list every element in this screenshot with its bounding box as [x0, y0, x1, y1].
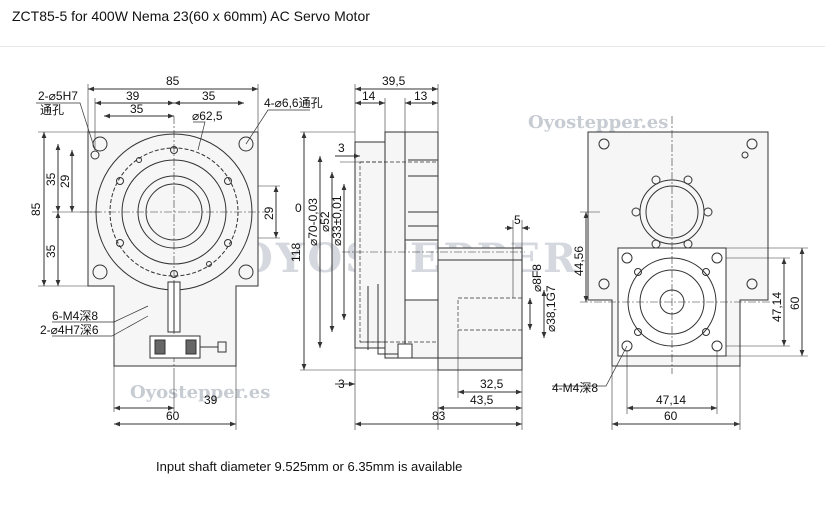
front-view: [36, 84, 310, 430]
dim-side-3-bottom: 3: [338, 377, 345, 391]
dim-front-29-center: 29: [262, 206, 276, 220]
dim-side-14: 14: [362, 89, 376, 103]
label-pin-h7: 2-⌀4H7深6: [40, 323, 99, 337]
dim-front-39-bottom: 39: [204, 393, 218, 407]
dim-side-39-5: 39,5: [382, 74, 406, 88]
dim-front-35-upper: 35: [44, 172, 58, 186]
dim-side-118: 118: [289, 243, 303, 262]
pin-hole-1: [90, 150, 100, 160]
mount-hole-br: [238, 264, 254, 280]
dim-front-39-top: 39: [126, 89, 140, 103]
dim-side-zero: 0: [295, 201, 302, 215]
dim-side-3-top: 3: [338, 141, 345, 155]
watermark-bottom: Oyostepper.es: [130, 382, 270, 403]
dim-back-47-14-v: 47,14: [770, 292, 784, 322]
dim-side-83: 83: [432, 409, 446, 423]
dim-back-60-v: 60: [788, 296, 802, 310]
watermark-top: Oyostepper.es: [528, 112, 668, 133]
dim-back-44-56: 44,56: [572, 246, 586, 276]
dim-side-32-5: 32,5: [480, 377, 504, 391]
side-body: [404, 131, 439, 241]
side-table: [354, 141, 386, 349]
side-view: [300, 84, 547, 430]
label-back-thread-m4: 4-M4深8: [552, 381, 598, 395]
dim-front-35-lower: 35: [44, 244, 58, 258]
dim-front-35-right: 35: [202, 89, 216, 103]
page-title: ZCT85-5 for 400W Nema 23(60 x 60mm) AC S…: [12, 8, 370, 24]
dim-front-35-left: 35: [130, 102, 144, 116]
label-thread-m4: 6-M4深8: [52, 309, 98, 323]
dim-front-width-85: 85: [166, 74, 180, 88]
dim-front-29: 29: [58, 174, 72, 188]
dim-side-d70: ⌀70-0,03: [306, 198, 320, 246]
dim-side-gap-5: 5: [514, 213, 521, 227]
dim-side-13: 13: [414, 89, 428, 103]
back-view: [552, 116, 808, 430]
dim-side-d33: ⌀33±0,01: [330, 195, 344, 246]
dim-back-60-h: 60: [664, 409, 678, 423]
mount-hole-bl: [92, 264, 108, 280]
label-pin-hole-sub: 通孔: [40, 103, 64, 117]
input-shaft-note: Input shaft diameter 9.525mm or 6.35mm i…: [156, 459, 463, 474]
side-flange: [384, 131, 406, 359]
label-pcd: ⌀62,5: [192, 109, 223, 123]
dim-side-d38: ⌀38,1G7: [544, 285, 558, 332]
dim-side-d8f8: ⌀8F8: [530, 264, 544, 292]
dim-side-43-5: 43,5: [470, 393, 494, 407]
side-shaft-hidden: [457, 297, 523, 331]
dim-front-60: 60: [166, 409, 180, 423]
side-motor: [437, 247, 523, 371]
dim-back-47-14-h: 47,14: [656, 393, 686, 407]
label-pin-hole: 2-⌀5H7: [38, 89, 78, 103]
label-mount-holes: 4-⌀6,6通孔: [264, 96, 323, 110]
dim-front-height-85: 85: [29, 202, 43, 216]
dim-side-d52: ⌀52: [318, 211, 332, 232]
mount-hole-tr: [238, 136, 254, 152]
header-divider: [0, 46, 825, 47]
